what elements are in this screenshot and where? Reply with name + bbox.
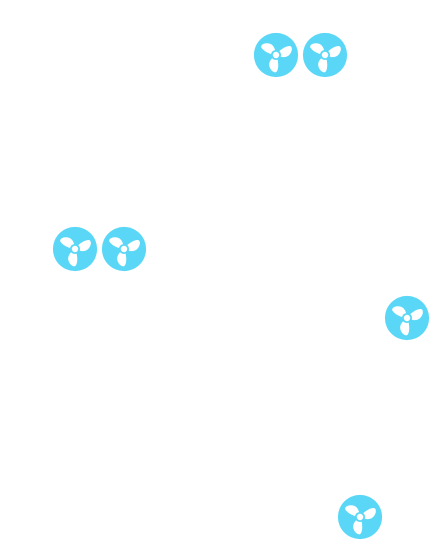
fan-graphic — [384, 295, 430, 341]
fan-graphic — [337, 494, 383, 540]
fan-icon[interactable] — [384, 295, 430, 341]
fan-icon[interactable] — [337, 494, 383, 540]
fan-icon[interactable] — [52, 226, 98, 272]
fan-graphic — [302, 32, 348, 78]
fan-hub — [354, 511, 366, 523]
fan-graphic — [101, 226, 147, 272]
fan-graphic — [253, 32, 299, 78]
fan-hub — [270, 49, 282, 61]
fan-graphic — [52, 226, 98, 272]
fan-hub — [319, 49, 331, 61]
fan-hub — [401, 312, 413, 324]
fan-icon[interactable] — [253, 32, 299, 78]
fan-hub — [118, 243, 130, 255]
fan-icon[interactable] — [101, 226, 147, 272]
fan-hub — [69, 243, 81, 255]
fan-icon[interactable] — [302, 32, 348, 78]
